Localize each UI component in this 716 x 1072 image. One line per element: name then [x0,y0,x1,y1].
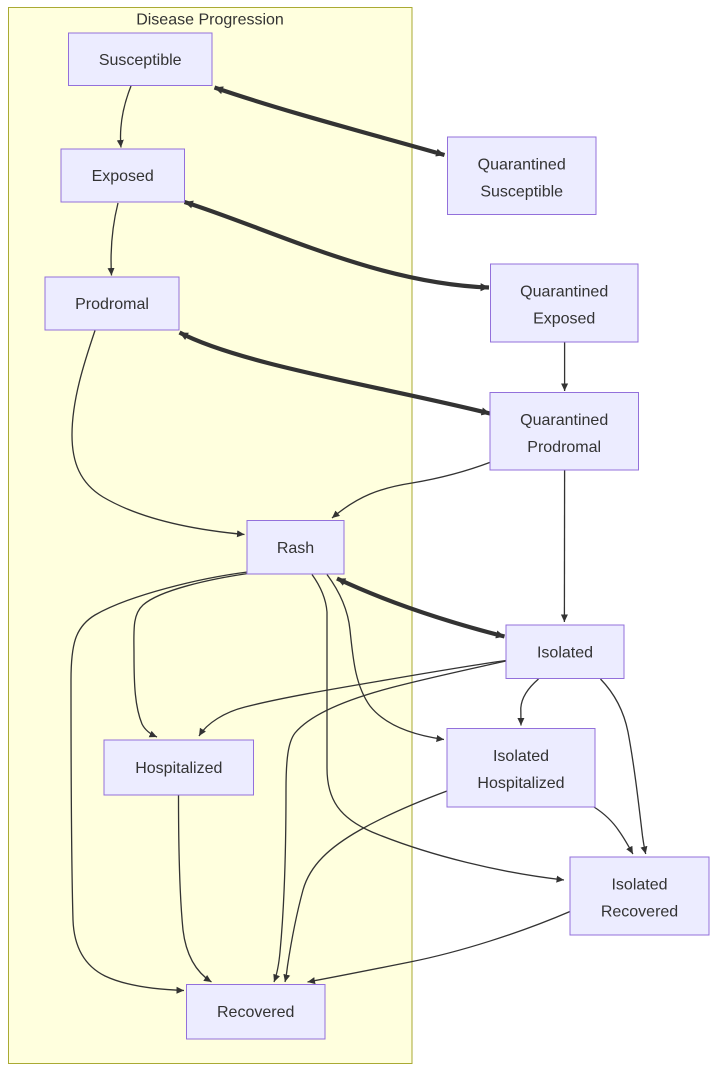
svg-text:Susceptible: Susceptible [480,184,563,201]
svg-text:Hospitalized: Hospitalized [135,760,222,777]
svg-text:Prodromal: Prodromal [527,439,601,456]
svg-text:Exposed: Exposed [92,168,154,185]
svg-text:Quarantined: Quarantined [478,157,566,174]
svg-text:Quarantined: Quarantined [520,284,608,301]
svg-text:Isolated: Isolated [611,877,667,894]
svg-text:Exposed: Exposed [533,311,595,328]
svg-text:Disease Progression: Disease Progression [136,12,284,29]
svg-text:Isolated: Isolated [537,645,593,662]
svg-text:Recovered: Recovered [217,1004,294,1021]
svg-text:Quarantined: Quarantined [520,412,608,429]
svg-text:Susceptible: Susceptible [99,52,182,69]
svg-text:Hospitalized: Hospitalized [477,775,564,792]
svg-text:Recovered: Recovered [601,904,678,921]
svg-text:Prodromal: Prodromal [75,296,149,313]
svg-text:Isolated: Isolated [493,748,549,765]
svg-text:Rash: Rash [277,540,314,557]
